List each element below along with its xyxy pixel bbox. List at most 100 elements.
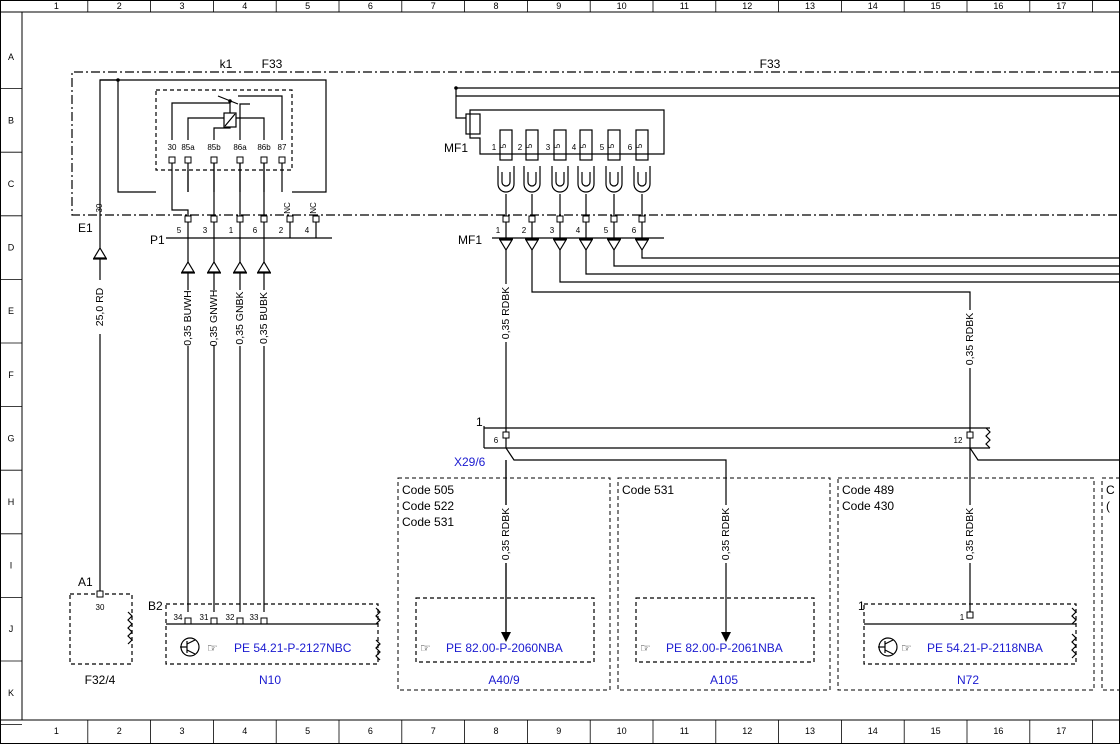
ruler-column-label: 16 [993,726,1003,736]
code-box [617,477,831,691]
relay-pin-label: 86b [257,143,271,152]
code-label: Code 522 [402,499,454,513]
ruler-column-label: 4 [242,1,247,11]
mf1-pin-label: 3 [550,226,555,235]
relay-pin-socket [260,156,268,164]
a1-pin-socket [96,590,104,598]
pointing-hand-icon: ☞ [640,641,651,655]
ruler-column-label: 3 [179,1,184,11]
ruler-column-label: 15 [931,726,941,736]
ruler-row-label: C [8,179,15,189]
ruler-column-label: 8 [493,1,498,11]
rdbk-label: 0,35 RDBK [964,313,976,366]
ruler-column-label: 3 [179,726,184,736]
mf1-fuse-value: 5 [525,143,534,148]
mf1-terminal [497,166,515,193]
mf1-wire-3 [559,250,1120,283]
ruler-column-label: 5 [305,1,310,11]
ruler-column-label: 13 [805,1,815,11]
down-arrow [606,239,622,252]
mf1-fuse [635,129,649,161]
ruler-column-label: 7 [431,1,436,11]
mf1-wire-5 [613,250,1120,267]
mf1-bottom-label: MF1 [458,233,482,247]
up-arrow [180,260,196,273]
code-label: Code 531 [402,515,454,529]
mf1-pin-socket [556,215,564,223]
relay-pin-socket [236,156,244,164]
mf1-body [469,109,665,155]
x29-pin-label: 12 [954,436,963,445]
down-arrow [634,239,650,252]
down-arrow [498,239,514,252]
relay-contact-right [239,103,250,140]
ruler-column-label: 14 [868,726,878,736]
relay-k1-box [155,89,293,171]
mf1-fuse [553,129,567,161]
ruler-column-label: 15 [931,1,941,11]
n72-pin-socket [966,611,974,619]
ruler-column-label: 1 [54,726,59,736]
mf1-slot-label: 6 [628,143,633,152]
relay-pin-socket [184,156,192,164]
ruler-column-label: 13 [805,726,815,736]
p1-pin-socket [312,215,320,223]
e1-pin-label: 30 [95,203,104,212]
ruler-column-label: 9 [556,726,561,736]
ruler-column-label: 10 [617,726,627,736]
wire-label-bg [500,284,512,342]
mf1-pin-label: 2 [522,226,527,235]
code-box [397,477,611,691]
wire-label-bg [964,505,976,563]
mf1-terminal-inner [581,172,591,187]
n72-break-mark-2 [1071,633,1077,659]
n72-name: N72 [957,673,979,687]
mf1-wire-2 [531,250,971,432]
code-label: C [1106,483,1115,497]
p1-pin-socket [286,215,294,223]
wire-label-bg [94,280,106,334]
x29-pin-socket [966,431,974,439]
code-label: Code 430 [842,499,894,513]
up-arrow [92,246,108,259]
nc-label: NC [309,202,318,214]
mf1-slot-label: 3 [546,143,551,152]
n10-pin-socket [260,617,268,625]
mf1-fuse [525,129,539,161]
mf1-pin-socket [528,215,536,223]
x29-break-mark [985,427,991,449]
ruler-column-label: 12 [742,726,752,736]
ruler-row-label: B [8,115,14,125]
up-arrow [232,260,248,273]
wire-right-out [969,438,1120,461]
mf1-feed-line [455,88,466,119]
p1-pin-label: 3 [203,226,208,235]
mf1-label: MF1 [444,141,468,155]
x29-pin-label: 6 [494,436,499,445]
p1-pin-label: 1 [229,226,234,235]
wire-label-bg [182,290,194,346]
mf1-slot-label: 4 [572,143,577,152]
wire-label-bg [208,290,220,346]
p1-pin-socket [210,215,218,223]
x29-label: X29/6 [454,455,486,469]
mf1-fuse-value: 5 [553,143,562,148]
ruler-column-label: 2 [117,1,122,11]
mf1-pin-socket [610,215,618,223]
mf1-pin-label: 4 [576,226,581,235]
relay-pin-label: 30 [168,143,177,152]
rdbk-label: 0,35 RDBK [720,508,732,561]
code-label: Code 505 [402,483,454,497]
n72-marker: 1 [858,599,865,613]
mf1-terminal-inner [501,172,511,187]
e1-connector-label: E1 [78,221,93,235]
relay-pin-label: 85a [181,143,195,152]
mf1-fuse [499,129,513,161]
p1-pin-socket [184,215,192,223]
ruler-row-label: A [8,52,14,62]
ruler-row-label: H [8,497,15,507]
battery-feed-line [99,79,118,215]
relay-pin-label: 86a [233,143,247,152]
a1-break-mark [127,611,133,645]
